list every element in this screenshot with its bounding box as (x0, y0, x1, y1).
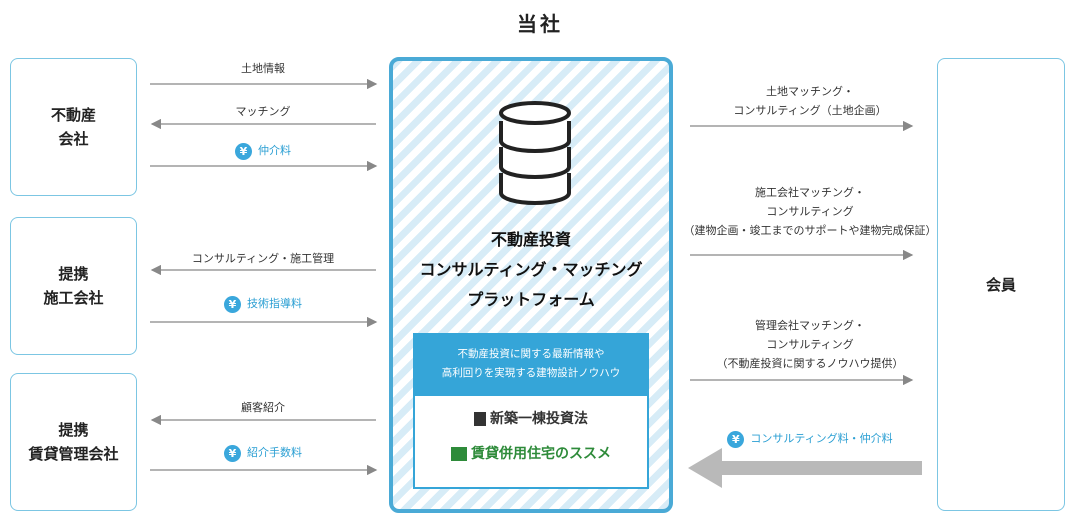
fee-text: コンサルティング料・仲介料 (750, 432, 893, 445)
platform-title-line1: 不動産投資 (490, 230, 571, 249)
yen-icon: ¥ (224, 444, 241, 462)
fee-text: 紹介手数料 (247, 446, 302, 459)
flow-label-line: （建物企画・竣工までのサポートや建物完成保証） (683, 224, 937, 237)
flow-label-line: 管理会社マッチング・ (755, 319, 865, 332)
info-banner: 不動産投資に関する最新情報や 高利回りを実現する建物設計ノウハウ (413, 333, 649, 396)
yen-icon: ¥ (727, 430, 745, 448)
flow-label-line: コンサルティング（土地企画） (733, 104, 887, 117)
book-logo-icon (451, 447, 467, 461)
database-icon (499, 101, 571, 205)
book-title-1: 新築一棟投資法 (415, 408, 647, 428)
platform-box: 不動産投資 コンサルティング・マッチング プラットフォーム 不動産投資に関する最… (389, 57, 673, 513)
yen-icon: ¥ (235, 142, 252, 160)
platform-title-line3: プラットフォーム (467, 290, 595, 309)
fee-label: ¥ コンサルティング料・仲介料 (690, 430, 930, 448)
flow-label-line: 施工会社マッチング・ (755, 186, 865, 199)
info-line: 高利回りを実現する建物設計ノウハウ (441, 367, 621, 379)
info-line: 不動産投資に関する最新情報や (457, 348, 605, 360)
fee-label: ¥ 仲介料 (150, 142, 376, 160)
flow-label: コンサルティング・施工管理 (191, 252, 335, 265)
flow-label: 土地情報 (241, 62, 285, 75)
flow-label-line: コンサルティング (766, 205, 854, 218)
flow-label-line: コンサルティング (766, 338, 854, 351)
entity-label: 提携 (58, 421, 89, 439)
flow-label: 施工会社マッチング・ コンサルティング （建物企画・竣工までのサポートや建物完成… (680, 183, 940, 240)
platform-title-line2: コンサルティング・マッチング (419, 260, 643, 279)
book-title: 賃貸併用住宅のススメ (471, 446, 611, 462)
entity-member: 会員 (937, 58, 1065, 511)
fee-text: 仲介料 (258, 144, 291, 157)
fee-label: ¥ 技術指導料 (150, 295, 376, 313)
flow-label-line: 土地マッチング・ (766, 85, 854, 98)
yen-icon: ¥ (224, 295, 241, 313)
entity-label: 不動産 (50, 106, 96, 124)
entity-label: 会社 (58, 130, 89, 148)
book-title-2: 賃貸併用住宅のススメ (415, 443, 647, 463)
entity-label: 会員 (985, 275, 1016, 294)
flow-label: マッチング (235, 105, 291, 118)
entity-partner-builder: 提携施工会社 (10, 217, 137, 355)
flow-label: 土地マッチング・ コンサルティング（土地企画） (680, 82, 940, 120)
page-title: 当社 (517, 12, 563, 36)
entity-real-estate-company: 不動産会社 (10, 58, 137, 196)
fee-label: ¥ 紹介手数料 (150, 444, 376, 462)
entity-label: 賃貸管理会社 (28, 445, 119, 463)
book-logo-icon (474, 412, 486, 426)
book-title: 新築一棟投資法 (490, 411, 588, 427)
entity-label: 提携 (58, 265, 89, 283)
arrow-member-fees (688, 448, 922, 488)
entity-partner-management: 提携賃貸管理会社 (10, 373, 137, 511)
flow-label-line: （不動産投資に関するノウハウ提供） (716, 357, 904, 370)
flow-label: 顧客紹介 (241, 401, 285, 414)
books-panel: 新築一棟投資法 賃貸併用住宅のススメ (413, 396, 649, 489)
fee-text: 技術指導料 (247, 297, 302, 310)
flow-label: 管理会社マッチング・ コンサルティング （不動産投資に関するノウハウ提供） (680, 316, 940, 373)
entity-label: 施工会社 (43, 289, 104, 307)
